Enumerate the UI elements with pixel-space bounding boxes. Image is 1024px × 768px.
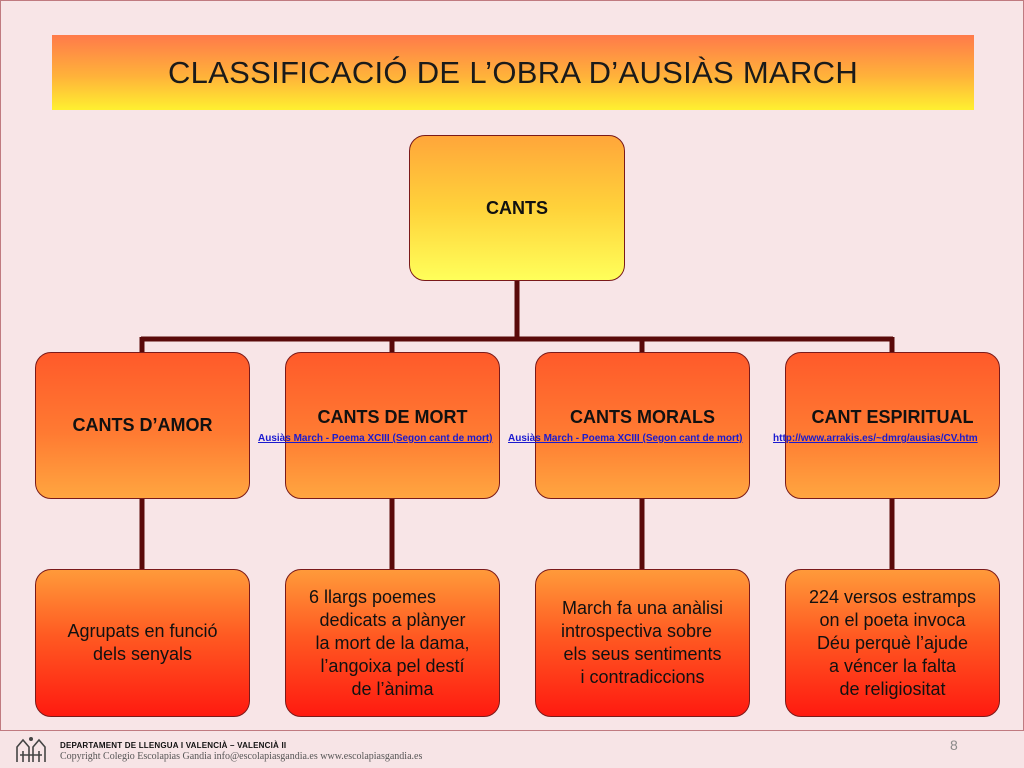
description-line: a véncer la falta <box>828 655 957 676</box>
description-line: de l’ànima <box>351 678 434 699</box>
description-line: March fa una anàlisi <box>561 598 724 618</box>
description-line: dedicats a plànyer <box>319 609 466 630</box>
connector-lines <box>139 281 895 570</box>
description-line: l’angoixa pel destí <box>320 655 465 676</box>
description-cants-amor: Agrupats en funció dels senyals <box>35 569 250 717</box>
description-line: Agrupats en funció <box>67 621 218 641</box>
footer-department: DEPARTAMENT DE LLENGUA I VALENCIÀ – VALE… <box>60 741 287 750</box>
category-label: CANT ESPIRITUAL <box>811 407 974 427</box>
description-line: on el poeta invoca <box>819 609 966 630</box>
description-line: els seus sentiments <box>563 644 722 664</box>
root-node-cants: CANTS <box>409 135 625 281</box>
description-line: la mort de la dama, <box>315 632 470 653</box>
description-line: introspectiva sobre <box>560 621 713 641</box>
description-cants-morals: March fa una anàlisi introspectiva sobre… <box>535 569 750 717</box>
slide-title: CLASSIFICACIÓ DE L’OBRA D’AUSIÀS MARCH <box>167 54 859 90</box>
description-line: 6 llargs poemes <box>308 586 437 607</box>
link-poema-xciii-2[interactable]: Ausiàs March - Poema XCIII (Segon cant d… <box>508 433 743 444</box>
category-cant-espiritual: CANT ESPIRITUAL <box>785 352 1000 499</box>
description-line: de religiositat <box>839 678 946 699</box>
description-cants-mort: 6 llargs poemes dedicats a plànyer la mo… <box>285 569 500 717</box>
root-node-label: CANTS <box>486 197 548 218</box>
description-line: dels senyals <box>92 644 193 664</box>
description-cant-espiritual: 224 versos estramps on el poeta invoca D… <box>785 569 1000 717</box>
category-cants-morals: CANTS MORALS <box>535 352 750 499</box>
footer-copyright: Copyright Colegio Escolapias Gandia info… <box>60 751 423 762</box>
description-line: i contradiccions <box>580 667 705 687</box>
category-label: CANTS D’AMOR <box>72 415 213 435</box>
link-poema-xciii[interactable]: Ausiàs March - Poema XCIII (Segon cant d… <box>258 433 493 444</box>
description-line: Déu perquè l’ajude <box>816 632 969 653</box>
category-label: CANTS DE MORT <box>317 407 468 427</box>
page-number: 8 <box>950 737 958 753</box>
title-bar: CLASSIFICACIÓ DE L’OBRA D’AUSIÀS MARCH <box>52 35 974 110</box>
category-cants-amor: CANTS D’AMOR <box>35 352 250 499</box>
category-label: CANTS MORALS <box>570 407 715 427</box>
school-logo-icon <box>16 737 46 762</box>
category-cants-mort: CANTS DE MORT <box>285 352 500 499</box>
link-arrakis-cv[interactable]: http://www.arrakis.es/~dmrg/ausias/CV.ht… <box>773 433 978 444</box>
slide: CLASSIFICACIÓ DE L’OBRA D’AUSIÀS MARCH C… <box>0 0 1024 731</box>
description-line: 224 versos estramps <box>808 586 977 607</box>
